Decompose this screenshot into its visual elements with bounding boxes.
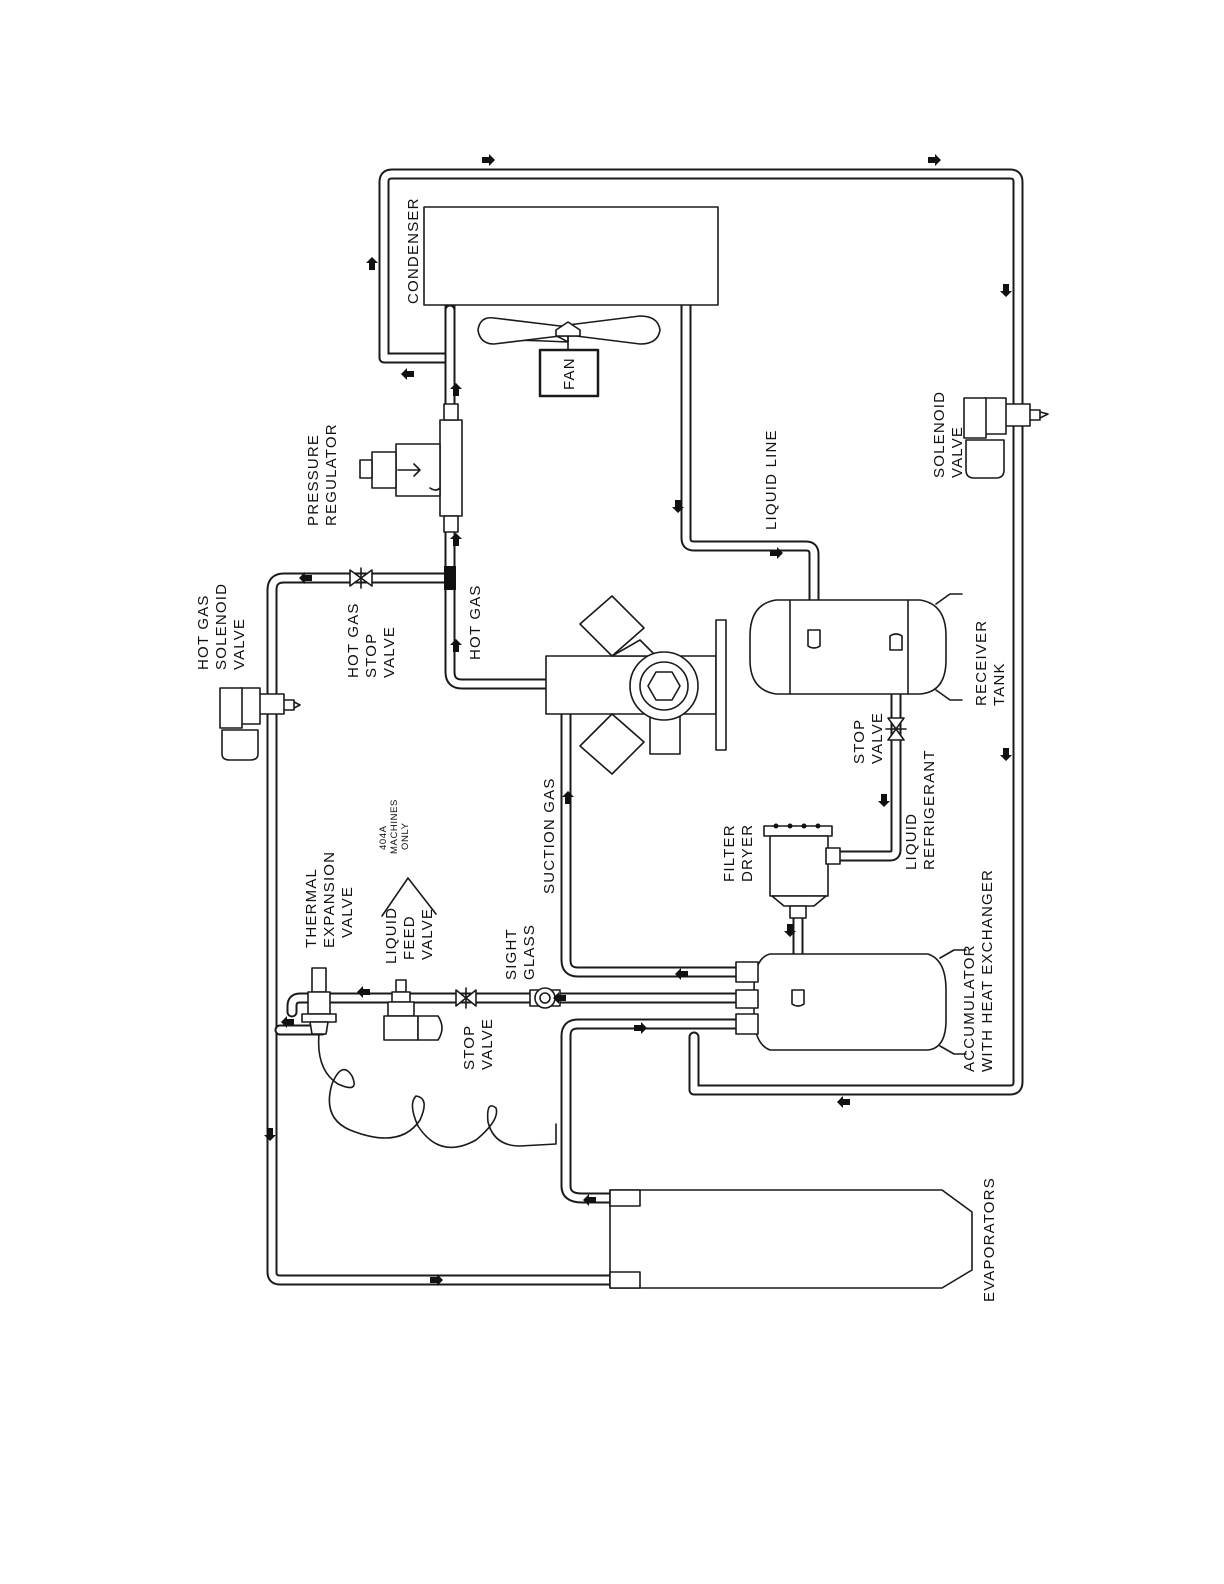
thermal-expansion-valve-label: THERMAL EXPANSION VALVE <box>303 845 356 948</box>
flow-arrow-icon <box>562 791 574 804</box>
filter-dryer: FILTER DRYER <box>721 819 841 919</box>
flow-arrow-icon <box>264 1128 276 1141</box>
flow-arrow-icon <box>357 986 370 998</box>
stop-valve-sight-label: STOP VALVE <box>461 1018 496 1070</box>
flow-arrow-icon <box>878 794 890 807</box>
flow-arrow-icon <box>450 383 462 396</box>
flow-arrow-icon <box>1000 284 1012 297</box>
flow-arrows <box>264 154 1012 1286</box>
hot-gas-solenoid-valve-label: HOT GAS SOLENOID VALVE <box>195 578 248 671</box>
hot-gas-stop-valve: HOT GAS STOP VALVE <box>345 566 456 678</box>
thermal-expansion-valve: THERMAL EXPANSION VALVE <box>301 845 557 1149</box>
flow-arrow-icon <box>299 572 312 584</box>
accumulator-label: ACCUMULATOR WITH HEAT EXCHANGER <box>961 869 996 1072</box>
stop-valve-sight: STOP VALVE <box>455 987 496 1070</box>
fan-label: FAN <box>561 357 578 390</box>
evaporators-label: EVAPORATORS <box>981 1177 998 1302</box>
liquid-line-label: LIQUID LINE <box>763 429 780 530</box>
compressor <box>545 595 727 775</box>
note-404a-label: 404A MACHINES ONLY <box>378 796 411 854</box>
evaporators: EVAPORATORS <box>609 1177 998 1302</box>
hot-gas-label: HOT GAS <box>467 584 484 660</box>
flow-arrow-icon <box>450 639 462 652</box>
flow-arrow-icon <box>1000 748 1012 761</box>
note-404a: 404A MACHINES ONLY <box>378 796 437 917</box>
receiver-tank-label: RECEIVER TANK <box>973 614 1008 706</box>
pressure-regulator-label: PRESSURE REGULATOR <box>305 423 340 526</box>
suction-gas-label: SUCTION GAS <box>541 777 558 894</box>
pressure-regulator: PRESSURE REGULATOR <box>305 403 463 533</box>
liquid-feed-valve: LIQUID FEED VALVE <box>383 901 443 1041</box>
liquid-feed-valve-label: LIQUID FEED VALVE <box>383 901 436 964</box>
piping <box>266 168 1024 1286</box>
flow-arrow-icon <box>401 368 414 380</box>
flow-arrow-icon <box>450 533 462 546</box>
flow-arrow-icon <box>672 500 684 513</box>
flow-arrow-icon <box>583 1194 596 1206</box>
accumulator: ACCUMULATOR WITH HEAT EXCHANGER <box>735 869 996 1072</box>
flow-arrow-icon <box>553 992 566 1004</box>
hot-gas-stop-valve-label: HOT GAS STOP VALVE <box>345 597 398 678</box>
flow-arrow-icon <box>281 1016 294 1028</box>
condenser: CONDENSER <box>405 197 719 306</box>
solenoid-valve-label: SOLENOID VALVE <box>931 386 966 479</box>
flow-arrow-icon <box>770 547 783 559</box>
condenser-label: CONDENSER <box>405 197 422 304</box>
fan: FAN <box>477 315 661 398</box>
flow-arrow-icon <box>634 1022 647 1034</box>
solenoid-valve-right: SOLENOID VALVE <box>931 386 1049 479</box>
flow-arrow-icon <box>430 1274 443 1286</box>
flow-arrow-icon <box>482 154 495 166</box>
flow-arrow-icon <box>784 924 796 937</box>
filter-dryer-label: FILTER DRYER <box>721 819 756 882</box>
flow-arrow-icon <box>675 968 688 980</box>
flow-arrow-icon <box>928 154 941 166</box>
flow-arrow-icon <box>366 257 378 270</box>
liquid-refrigerant-label: LIQUID REFRIGERANT <box>903 749 938 870</box>
hot-gas-solenoid-valve: HOT GAS SOLENOID VALVE <box>195 578 301 761</box>
sight-glass-label: SIGHT GLASS <box>503 923 538 980</box>
sight-glass: SIGHT GLASS <box>503 923 561 1009</box>
stop-valve-liquid: STOP VALVE <box>851 712 907 764</box>
receiver-tank: RECEIVER TANK <box>749 593 1008 706</box>
stop-valve-liquid-label: STOP VALVE <box>851 712 886 764</box>
flow-arrow-icon <box>837 1096 850 1108</box>
